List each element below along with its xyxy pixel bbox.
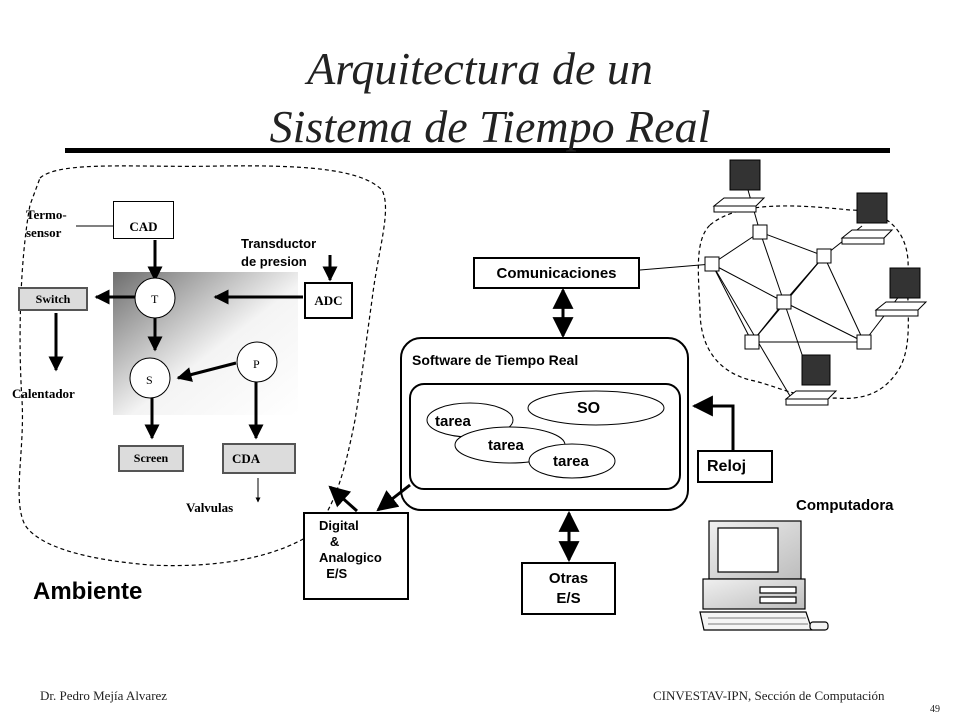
tarea2-label: tarea xyxy=(488,437,524,454)
footer-institution: CINVESTAV-IPN, Sección de Computación xyxy=(653,688,885,703)
node-p-label: P xyxy=(253,357,260,371)
digital-label: Digital & Analogico E/S xyxy=(319,518,382,581)
so-label: SO xyxy=(577,400,601,417)
arrow-p-s xyxy=(176,361,237,382)
node-t-label: T xyxy=(151,292,159,306)
arrow-digital-environment xyxy=(328,485,358,513)
terminal-icon xyxy=(784,354,838,406)
node-p-circle xyxy=(236,341,278,383)
screen-box: Screen xyxy=(118,445,184,472)
title-line-2: Sistema de Tiempo Real xyxy=(269,101,711,152)
digital-box: Digital & Analogico E/S xyxy=(303,512,409,600)
valvulas-label: Valvulas xyxy=(186,500,234,515)
node-s-label: S xyxy=(146,373,153,387)
page-number: 49 xyxy=(930,704,940,715)
computadora-label: Computadora xyxy=(796,497,894,514)
comunicaciones-label: Comunicaciones xyxy=(496,264,617,282)
cad-box: CAD xyxy=(113,201,174,239)
computer-icon xyxy=(699,520,829,631)
network-nodes xyxy=(704,224,872,350)
comunicaciones-box: Comunicaciones xyxy=(473,257,640,289)
title-line-1: Arquitectura de un xyxy=(307,43,653,94)
ambiente-label: Ambiente xyxy=(33,578,143,605)
node-s-circle xyxy=(129,357,171,399)
adc-label: ADC xyxy=(314,292,343,308)
node-t-circle xyxy=(134,277,176,319)
title-underline xyxy=(65,148,890,153)
tarea3-label: tarea xyxy=(553,453,589,470)
tarea1-label: tarea xyxy=(435,413,471,430)
network-boundary xyxy=(697,205,909,399)
line-comunicaciones-network xyxy=(639,263,713,271)
arrow-software-digital xyxy=(376,483,411,512)
switch-label: Switch xyxy=(35,291,71,306)
otras-box: Otras E/S xyxy=(521,562,616,615)
cda-box: CDA xyxy=(222,443,296,474)
reloj-label: Reloj xyxy=(707,457,747,475)
tarea3-ellipse xyxy=(528,443,616,479)
terminal-icon xyxy=(712,159,766,213)
arrow-reloj-software xyxy=(691,395,735,450)
otras-label: Otras E/S xyxy=(548,569,589,607)
terminal-icon xyxy=(874,267,928,317)
adc-box: ADC xyxy=(304,282,353,319)
switch-box: Switch xyxy=(18,287,88,311)
termo-sensor-label: Termo- sensor xyxy=(26,207,67,240)
cad-label: CAD xyxy=(129,219,158,234)
terminal-icon xyxy=(840,192,894,245)
software-title: Software de Tiempo Real xyxy=(412,352,579,368)
so-ellipse xyxy=(527,390,665,426)
network-graph xyxy=(711,189,901,397)
screen-label: Screen xyxy=(133,451,169,465)
reloj-box: Reloj xyxy=(697,450,773,483)
calentador-label: Calentador xyxy=(12,386,75,401)
footer-author: Dr. Pedro Mejía Alvarez xyxy=(40,688,168,703)
cda-label: CDA xyxy=(232,450,261,466)
transductor-label: Transductor de presion xyxy=(241,236,317,269)
